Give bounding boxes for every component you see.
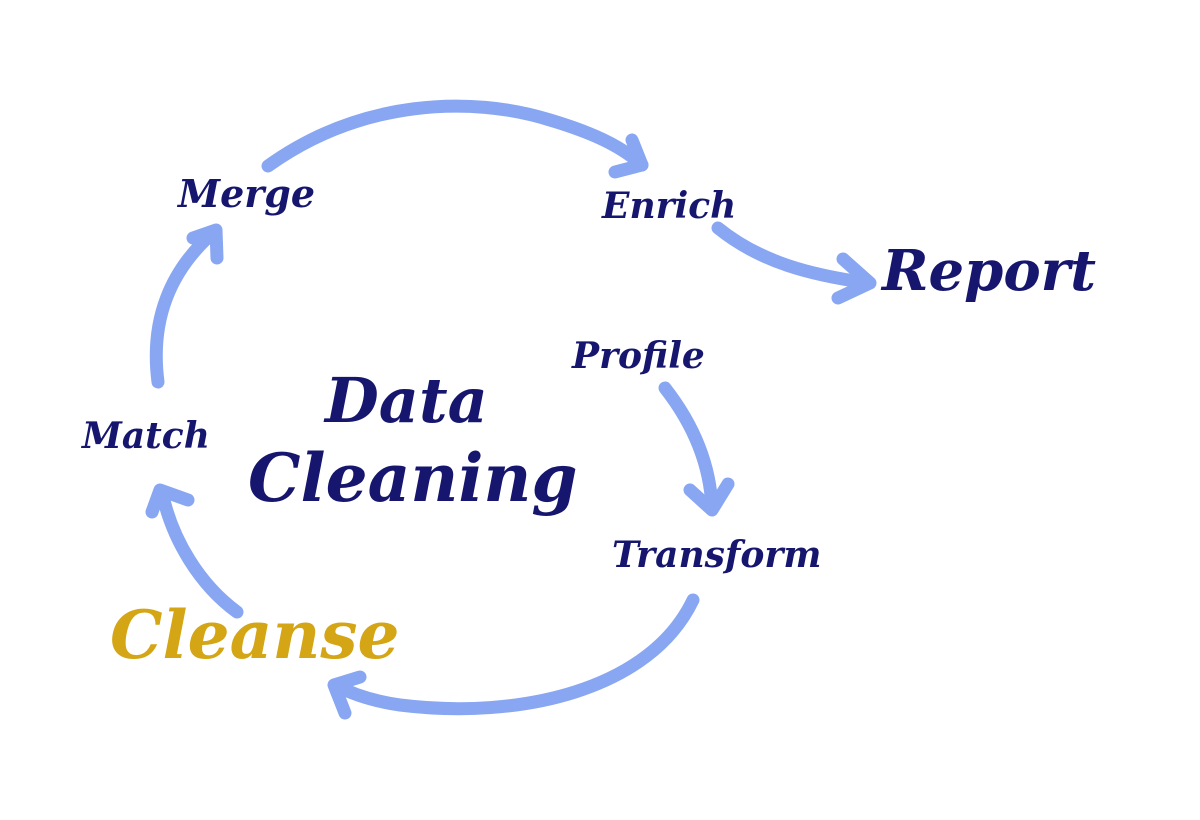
step-transform: Transform [612,534,822,576]
arrow-enrich-to-report [711,221,877,305]
step-report: Report [882,238,1097,304]
arrow-merge-to-enrich [261,99,649,179]
step-merge: Merge [178,171,316,216]
step-enrich: Enrich [602,185,737,227]
arrow-transform-to-cleanse [327,593,700,720]
arrow-profile-to-transform [658,381,735,517]
step-profile: Profile [572,335,705,377]
title-data: Data [325,364,488,437]
arrow-match-to-merge [149,223,224,389]
step-match: Match [82,415,210,457]
step-cleanse: Cleanse [110,596,400,674]
arrow-cleanse-to-match [145,483,244,619]
title-cleaning: Cleaning [248,439,578,517]
